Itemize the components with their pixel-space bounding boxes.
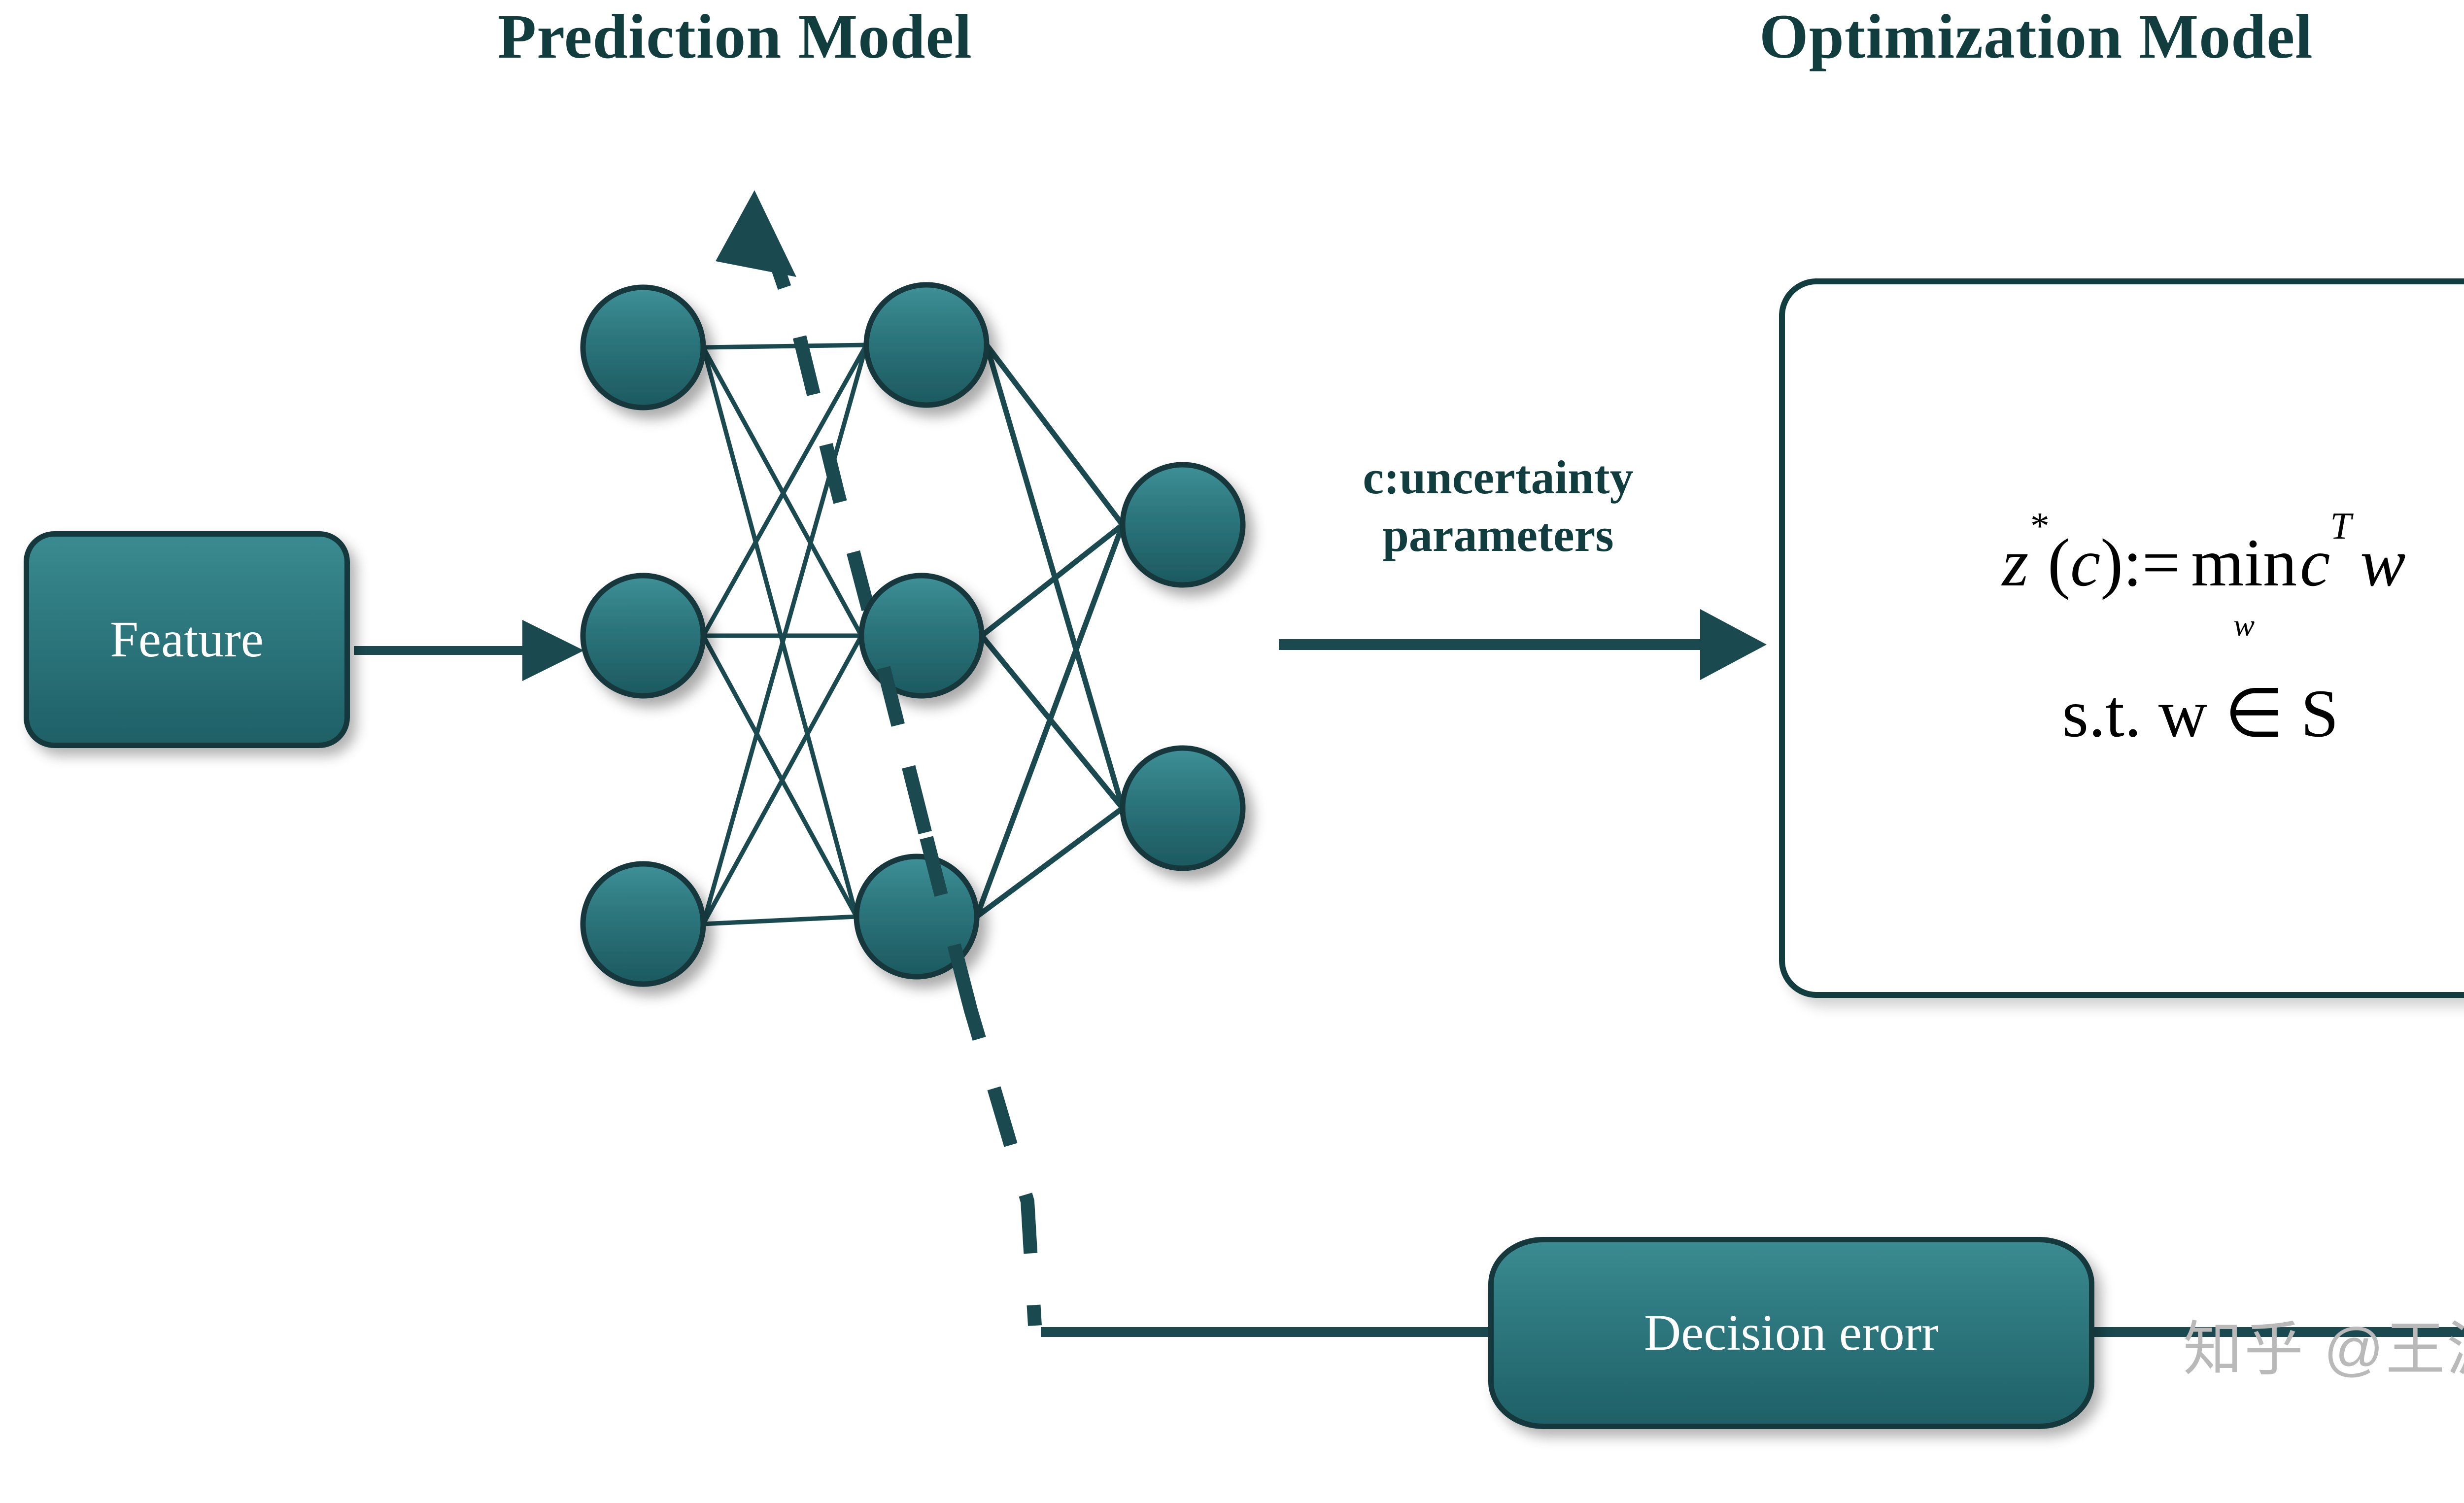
network-node (1120, 745, 1246, 871)
min-label: min (2191, 525, 2297, 600)
decision-error-label: Decision erorr (1644, 1304, 1939, 1361)
min-subscript: w (2233, 608, 2255, 643)
optimization-model-title: Optimization Model (1759, 1, 2313, 71)
feature-box-label: Feature (110, 611, 264, 668)
network-edges-input-hidden (701, 342, 869, 926)
network-node (580, 861, 706, 987)
constraint-line: s.t. w ∈ S (2062, 676, 2339, 751)
network-node (858, 573, 985, 699)
uncertainty-label-line2: parameters (1382, 509, 1614, 562)
network-nodes (580, 282, 1246, 987)
min-operator: min w (2191, 529, 2297, 641)
network-edges-hidden-output (974, 343, 1126, 919)
network-node (1120, 462, 1246, 588)
cost-vector: c (2300, 525, 2330, 600)
network-node (854, 854, 980, 980)
network-node (580, 284, 706, 410)
arrow-network-to-optimization (1279, 609, 1767, 680)
network-node (863, 282, 990, 408)
assignment-operator: := (2123, 525, 2181, 600)
dashed-prediction-path (716, 190, 1042, 1326)
arrow-feature-to-network (354, 620, 584, 681)
objective-argument: c (2070, 525, 2101, 600)
uncertainty-parameters-label: c:uncertainty parameters (1276, 448, 1720, 564)
feature-box[interactable]: Feature (24, 531, 350, 748)
prediction-model-title: Prediction Model (498, 1, 972, 71)
decision-variable: w (2360, 525, 2406, 600)
decision-error-box[interactable]: Decision erorr (1488, 1237, 2094, 1429)
zhihu-watermark: 知乎 @王源 (2183, 1316, 2464, 1382)
dashed-overlay-on-nodes (877, 666, 978, 1012)
uncertainty-label-line1: c:uncertainty (1363, 451, 1634, 504)
objective-variable: z (2002, 525, 2029, 600)
paren-close: ) (2100, 525, 2123, 600)
paren-open: ( (2048, 525, 2070, 600)
network-node (580, 573, 706, 699)
